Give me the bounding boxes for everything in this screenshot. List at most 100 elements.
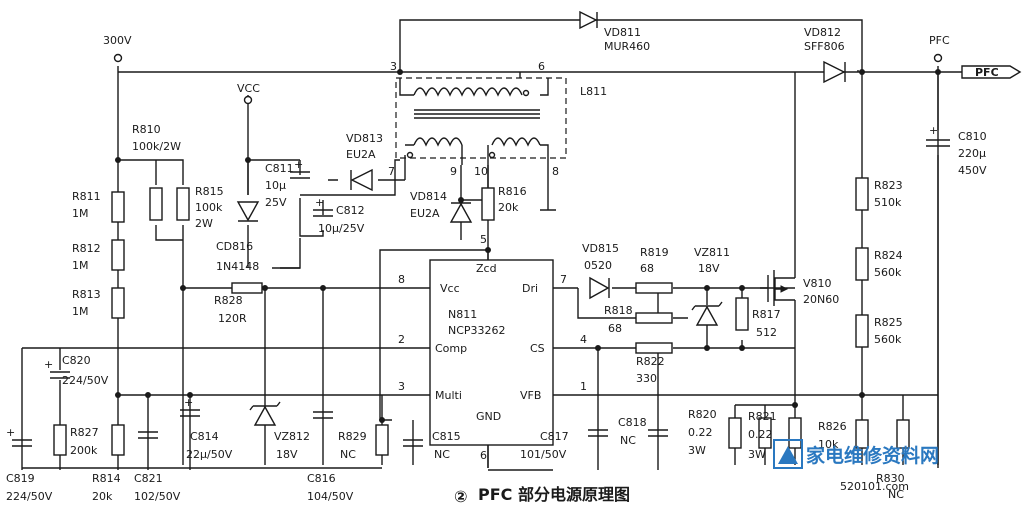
- label-components-vd812-ref: VD812: [804, 26, 841, 39]
- label-ic-pin_numbers-gnd: 6: [480, 449, 487, 462]
- label-symbol: +: [6, 426, 15, 439]
- resistor-r828: [231, 282, 263, 294]
- diode-vd813: [350, 168, 373, 192]
- label-components-r815-value2: 2W: [195, 217, 213, 230]
- resistors: [53, 177, 910, 456]
- resistor-r816: [481, 187, 495, 221]
- label-components-c811-value: 10μ: [265, 179, 286, 192]
- label-pfc: PFC: [929, 34, 950, 47]
- label-components-r812-ref: R812: [72, 242, 101, 255]
- label-components-c819-ref: C819: [6, 472, 35, 485]
- label-components-c812-value: 10μ/25V: [318, 222, 365, 235]
- label-ic-pin_numbers-comp: 2: [398, 333, 405, 346]
- terminal-vcc: [243, 95, 253, 105]
- transformer-l811: [395, 77, 567, 165]
- label-components-vd813-ref: VD813: [346, 132, 383, 145]
- label-components-r811-ref: R811: [72, 190, 101, 203]
- label-components-r814-ref: R814: [92, 472, 121, 485]
- label-components-c818-ref: C818: [618, 416, 647, 429]
- label-transformer-pins-0: 3: [390, 60, 397, 73]
- label-components-c811-ref: C811: [265, 162, 294, 175]
- ic-body: [429, 259, 554, 446]
- label-components-c817-ref: C817: [540, 430, 569, 443]
- label-components-r830-ref: R830: [876, 472, 905, 485]
- label-components-r824-ref: R824: [874, 249, 903, 262]
- label-components-vd811-value: MUR460: [604, 40, 650, 53]
- label-components-c820-ref: C820: [62, 354, 91, 367]
- resistor-r810: [149, 187, 163, 221]
- resistor-r827: [53, 424, 67, 456]
- label-components-vd813-value: EU2A: [346, 148, 376, 161]
- label-components-r820-ref: R820: [688, 408, 717, 421]
- label-ic-pin_numbers-cs: 4: [580, 333, 587, 346]
- label-components-r816-ref: R816: [498, 185, 527, 198]
- label-components-vz812-ref: VZ812: [274, 430, 310, 443]
- label-transformer-pins-3: 9: [450, 165, 457, 178]
- diode-vd811: [579, 10, 598, 30]
- capacitor-c815: [403, 439, 423, 447]
- caption-title: PFC 部分电源原理图: [478, 485, 630, 504]
- rail-terminals: [113, 53, 943, 105]
- label-components-vd811-ref: VD811: [604, 26, 641, 39]
- label-ic-pin_numbers-dri: 7: [560, 273, 567, 286]
- label-components-vz811-value: 18V: [698, 262, 720, 275]
- label-components-c818-value: NC: [620, 434, 636, 447]
- label-components-vd814-ref: VD814: [410, 190, 447, 203]
- label-components-c814-value: 22μ/50V: [186, 448, 233, 461]
- label-components-c820-value: 224/50V: [62, 374, 109, 387]
- label-components-vd815-value: 0520: [584, 259, 612, 272]
- label-ic-pin_numbers-multi: 3: [398, 380, 405, 393]
- diodes: [236, 10, 846, 426]
- label-300v: 300V: [103, 34, 132, 47]
- resistor-r826: [855, 419, 869, 449]
- label-ic-pin_numbers-vcc: 8: [398, 273, 405, 286]
- capacitor-c819: [12, 439, 32, 447]
- label-components-r822-ref: R822: [636, 355, 665, 368]
- label-components-r818-value: 68: [608, 322, 622, 335]
- label-components-r829-value: NC: [340, 448, 356, 461]
- caption-number: ②: [454, 487, 468, 506]
- label-components-r826-value: 10k: [818, 438, 839, 451]
- watermark-name: 家电维修资料网: [806, 444, 939, 467]
- label-components-r817-value: 512: [756, 326, 777, 339]
- zener-vz811: [695, 305, 719, 326]
- label-components-r820-value2: 3W: [688, 444, 706, 457]
- resistor-r812: [111, 239, 125, 271]
- label-components-c815-value: NC: [434, 448, 450, 461]
- resistor-r818: [635, 312, 673, 324]
- label-ic-pins-gnd: GND: [476, 410, 501, 423]
- diode-cd816: [236, 201, 260, 222]
- label-ic-pins-multi: Multi: [435, 389, 462, 402]
- labels: 300V VCC PFC PFC L811 3 6 7 9 10 8 VD811…: [6, 26, 999, 503]
- label-ic-pins-zcd: Zcd: [476, 262, 497, 275]
- label-components-r825-value: 560k: [874, 333, 902, 346]
- label-components-r821-ref: R821: [748, 410, 777, 423]
- capacitor-c820: [50, 371, 70, 379]
- label-components-r827-value: 200k: [70, 444, 98, 457]
- label-components-c810-value: 220μ: [958, 147, 986, 160]
- label-components-vz811-ref: VZ811: [694, 246, 730, 259]
- label-components-c815-ref: C815: [432, 430, 461, 443]
- label-components-r828-value: 120R: [218, 312, 247, 325]
- resistor-r829: [375, 424, 389, 456]
- label-components-vd815-ref: VD815: [582, 242, 619, 255]
- resistor-r815: [176, 187, 190, 221]
- capacitor-c821: [138, 431, 158, 439]
- resistor-r825: [855, 314, 869, 348]
- wires: [21, 19, 939, 471]
- resistor-r821: [758, 417, 772, 449]
- label-components-v810-ref: V810: [803, 277, 832, 290]
- label-components-cd816-value: 1N4148: [216, 260, 259, 273]
- label-components-r810-ref: R810: [132, 123, 161, 136]
- label-components-r826-ref: R826: [818, 420, 847, 433]
- label-components-r815-value: 100k: [195, 201, 223, 214]
- capacitor-c810: [926, 139, 950, 147]
- mosfet-v810: [760, 270, 795, 306]
- watermark-logo: 家电维修资料网 520101.com: [773, 439, 939, 493]
- label-vcc: VCC: [237, 82, 260, 95]
- label-ic-pin_numbers-vfb: 1: [580, 380, 587, 393]
- label-components-r819-ref: R819: [640, 246, 669, 259]
- label-components-r821-value2: 3W: [748, 448, 766, 461]
- label-components-r824-value: 560k: [874, 266, 902, 279]
